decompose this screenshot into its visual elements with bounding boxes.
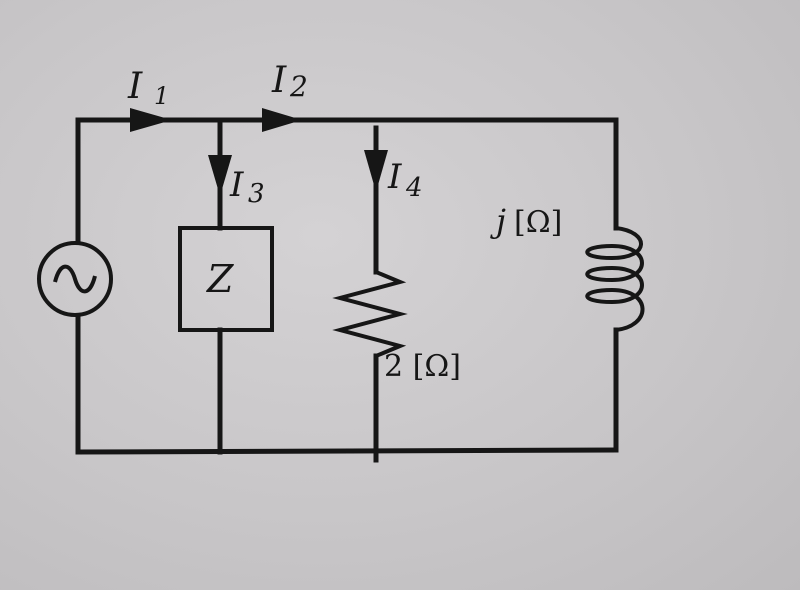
i1-subscript: 1 <box>154 82 169 110</box>
sine-symbol <box>53 264 97 294</box>
i1-arrow-icon <box>130 108 172 132</box>
bottom-wire <box>75 447 619 455</box>
ac-source <box>37 241 113 317</box>
i1-label: I <box>127 66 143 107</box>
inductor-unit-label: [Ω] <box>514 205 562 240</box>
i4-arrow-icon <box>364 150 388 192</box>
i4-subscript: 4 <box>405 173 423 203</box>
resistor-value-label: 2 [Ω] <box>384 349 461 384</box>
i2-arrow-icon <box>262 108 302 132</box>
i4-label: I <box>387 157 402 197</box>
resistor-zigzag <box>332 270 408 358</box>
i3-label: I <box>229 165 244 205</box>
inductor-j-label: j <box>490 202 506 240</box>
i2-label: I <box>271 60 287 101</box>
impedance-box <box>178 226 274 332</box>
impedance-label: Z <box>206 257 234 301</box>
inductor-coil <box>585 226 645 332</box>
i3-arrow-icon <box>208 155 232 196</box>
i2-subscript: 2 <box>289 70 308 103</box>
i3-subscript: 3 <box>248 179 265 209</box>
